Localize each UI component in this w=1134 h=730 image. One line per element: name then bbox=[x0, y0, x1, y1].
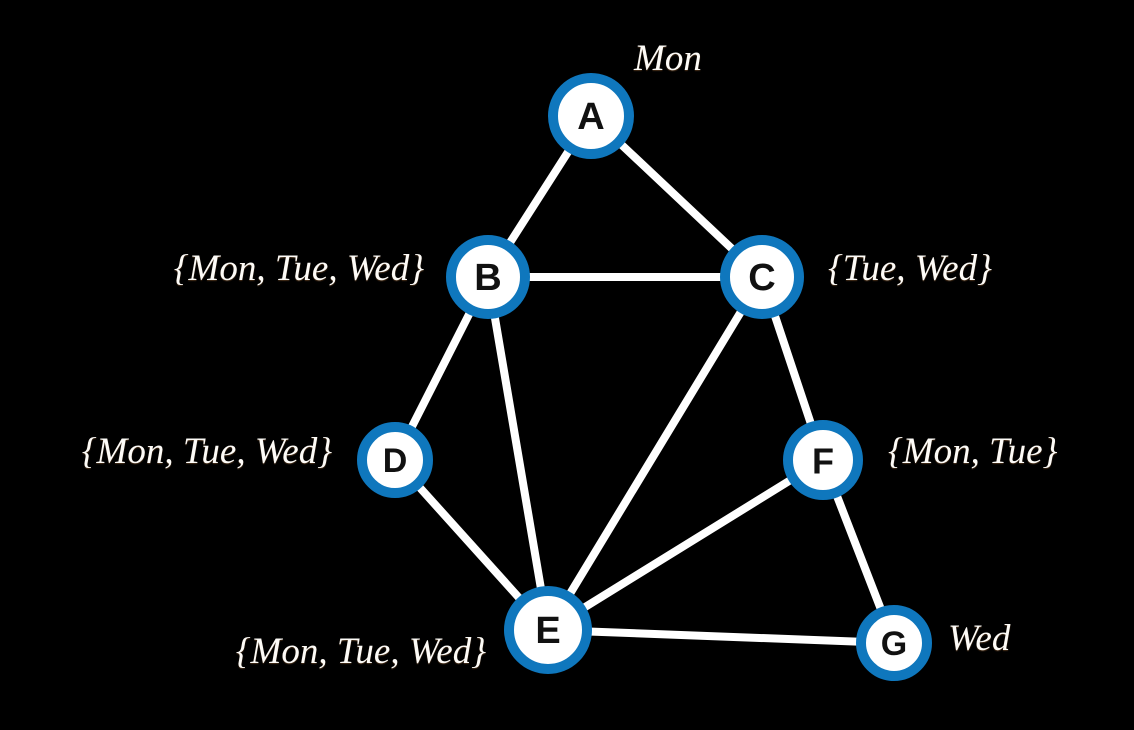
graph-node-c[interactable]: C bbox=[720, 235, 804, 319]
domain-label-f: {Mon, Tue} bbox=[888, 431, 1058, 472]
node-label-f: F bbox=[812, 441, 834, 482]
domain-label-a: Mon bbox=[634, 38, 702, 79]
node-circle-d bbox=[357, 422, 433, 498]
graph-node-e[interactable]: E bbox=[504, 586, 592, 674]
edges-layer bbox=[391, 112, 898, 647]
domain-label-e: {Mon, Tue, Wed} bbox=[235, 631, 486, 672]
node-label-e: E bbox=[535, 610, 560, 652]
graph-edge-c-e bbox=[544, 273, 766, 634]
node-label-c: C bbox=[748, 257, 775, 299]
node-circle-a bbox=[548, 73, 634, 159]
domain-label-d: {Mon, Tue, Wed} bbox=[81, 431, 332, 472]
node-label-a: A bbox=[577, 96, 604, 138]
node-circle-b bbox=[446, 235, 530, 319]
graph-edge-b-e bbox=[484, 273, 552, 634]
domain-label-g: Wed bbox=[948, 618, 1011, 659]
graph-node-d[interactable]: D bbox=[357, 422, 433, 498]
domain-label-b: {Mon, Tue, Wed} bbox=[173, 248, 424, 289]
nodes-layer: A B C D E F G bbox=[357, 73, 932, 681]
node-circle-g bbox=[856, 605, 932, 681]
node-label-b: B bbox=[474, 257, 501, 299]
graph-node-b[interactable]: B bbox=[446, 235, 530, 319]
node-label-d: D bbox=[383, 442, 408, 480]
graph-edge-e-f bbox=[544, 456, 827, 634]
domain-label-c: {Tue, Wed} bbox=[828, 248, 992, 289]
node-circle-e bbox=[504, 586, 592, 674]
node-circle-c bbox=[720, 235, 804, 319]
node-circle-f bbox=[783, 420, 863, 500]
graph-node-g[interactable]: G bbox=[856, 605, 932, 681]
graph-node-a[interactable]: A bbox=[548, 73, 634, 159]
graph-node-f[interactable]: F bbox=[783, 420, 863, 500]
node-label-g: G bbox=[881, 625, 907, 663]
graph-edge-e-g bbox=[544, 626, 898, 647]
